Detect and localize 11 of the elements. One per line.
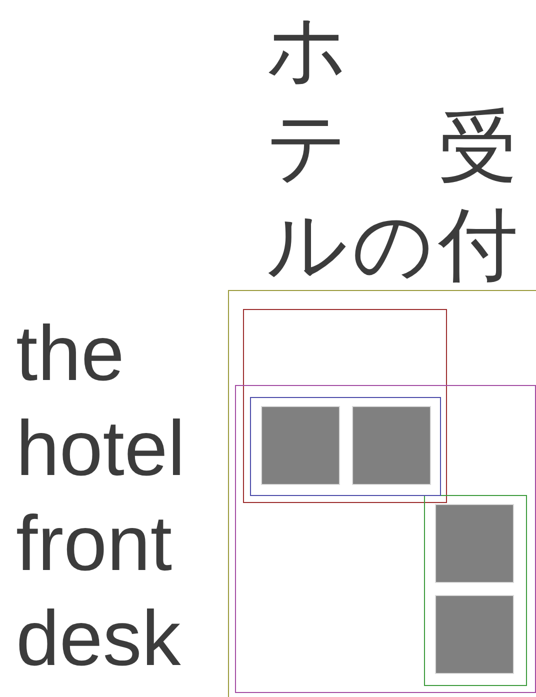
outline-box [235, 385, 536, 693]
block-square [435, 595, 514, 674]
outline-box [250, 397, 441, 496]
outline-box [243, 309, 447, 503]
block-square [435, 504, 514, 583]
block-square [261, 406, 340, 485]
outline-box [424, 495, 527, 686]
english-text: the hotel front desk [16, 308, 186, 684]
outline-box [228, 290, 536, 697]
vertical-japanese-text: ホテルの受付 [266, 3, 519, 291]
block-square [352, 406, 431, 485]
